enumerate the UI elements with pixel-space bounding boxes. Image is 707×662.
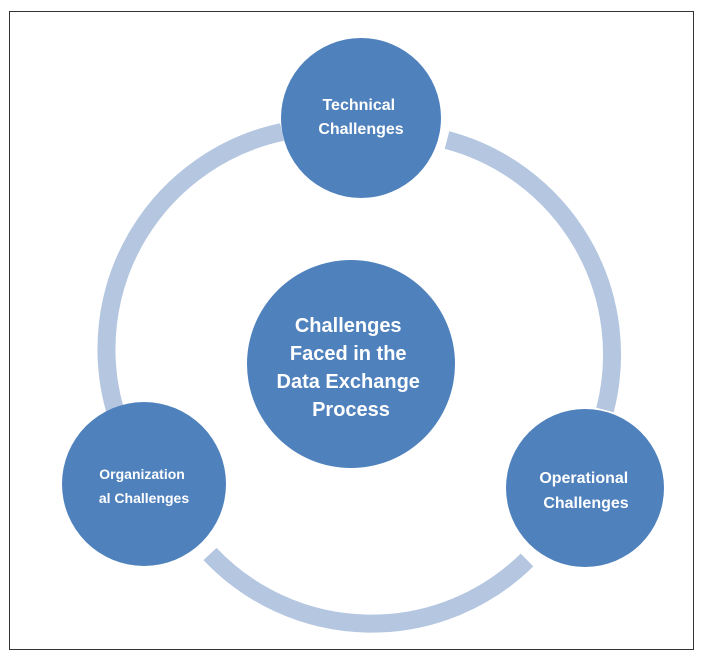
center-label-line-1: Challenges — [295, 315, 402, 337]
node-technical-circle — [281, 38, 441, 198]
node-operational: Operational Challenges — [506, 409, 664, 567]
node-technical: Technical Challenges — [281, 38, 441, 198]
node-operational-label-line-1: Operational — [539, 470, 628, 487]
ring-arc-organizational-to-technical — [97, 123, 284, 413]
center-node: Challenges Faced in the Data Exchange Pr… — [247, 260, 455, 468]
ring-arc-technical-to-operational — [444, 131, 621, 413]
svg-text:Technical Challenges: Technical Challenges — [318, 97, 403, 138]
node-organizational-circle — [62, 402, 226, 566]
svg-text:Challenges Faced in th: Challenges Faced in the Data Exchange Pr… — [277, 315, 426, 421]
center-circle — [247, 260, 455, 468]
node-organizational-label-line-2: al Challenges — [99, 490, 189, 506]
svg-text:Organization al Challe: Organization al Challenges — [99, 466, 189, 506]
ring-arc-operational-to-organizational — [203, 547, 534, 633]
center-label-line-3: Data Exchange — [277, 371, 420, 393]
node-technical-label-line-2: Challenges — [318, 121, 403, 138]
svg-text:Operational Challenges: Operational Challenges — [539, 470, 632, 512]
diagram-frame: Challenges Faced in the Data Exchange Pr… — [9, 11, 694, 650]
node-operational-circle — [506, 409, 664, 567]
node-operational-label-line-2: Challenges — [543, 495, 628, 512]
node-technical-label-line-1: Technical — [322, 97, 395, 114]
center-label-line-4: Process — [312, 399, 390, 421]
node-organizational-label-line-1: Organization — [99, 466, 185, 482]
node-organizational: Organization al Challenges — [62, 402, 226, 566]
ring-segments — [97, 123, 621, 633]
center-label-line-2: Faced in the — [290, 343, 407, 365]
cycle-diagram: Challenges Faced in the Data Exchange Pr… — [62, 38, 664, 633]
